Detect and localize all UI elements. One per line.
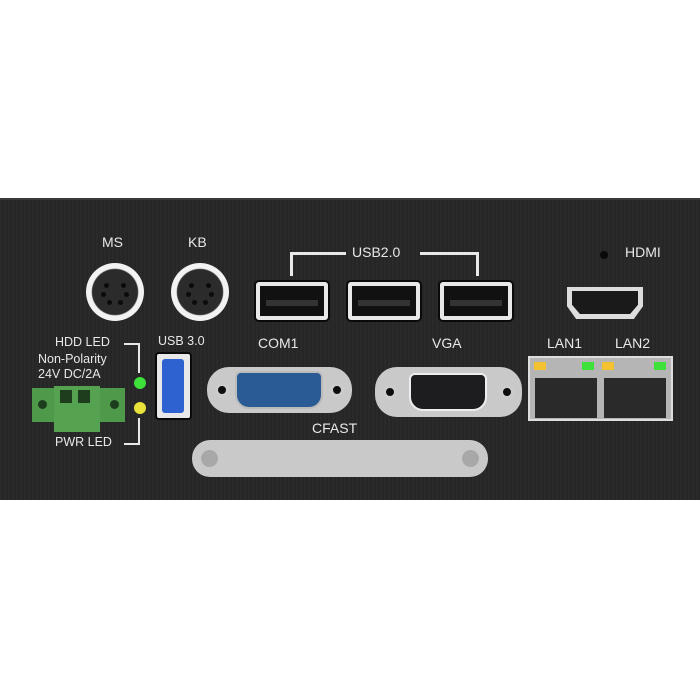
- lan1-link-led: [582, 362, 594, 370]
- usb2-label: USB2.0: [352, 244, 401, 260]
- hdmi-port[interactable]: [567, 287, 643, 319]
- usb3-label: USB 3.0: [158, 334, 205, 348]
- kb-label: KB: [188, 234, 207, 250]
- usb3-port[interactable]: [155, 352, 192, 420]
- vga-port[interactable]: [375, 367, 522, 417]
- usb2-port-3[interactable]: [440, 282, 512, 320]
- lan1-port[interactable]: [535, 378, 597, 418]
- vga-label: VGA: [432, 335, 462, 351]
- lan2-port[interactable]: [604, 378, 666, 418]
- pwr-led: [134, 402, 146, 414]
- led-bracket: [124, 343, 140, 345]
- usb2-bracket: [290, 252, 293, 276]
- usb2-port-1[interactable]: [256, 282, 328, 320]
- ms-label: MS: [102, 234, 123, 250]
- usb2-port-2[interactable]: [348, 282, 420, 320]
- led-bracket: [124, 443, 140, 445]
- com1-serial-port[interactable]: [207, 367, 352, 413]
- lan1-activity-led: [534, 362, 546, 370]
- hdmi-label: HDMI: [625, 244, 661, 260]
- led-bracket: [138, 343, 140, 373]
- ps2-mouse-port[interactable]: [86, 263, 144, 321]
- hdd-led-label: HDD LED: [55, 335, 110, 349]
- com1-label: COM1: [258, 335, 299, 351]
- usb2-bracket: [420, 252, 478, 255]
- led-bracket: [138, 418, 140, 445]
- cfast-slot-cover[interactable]: [192, 440, 488, 477]
- lan2-link-led: [654, 362, 666, 370]
- lan-block: [528, 356, 673, 421]
- hdd-led: [134, 377, 146, 389]
- pwr-led-label: PWR LED: [55, 435, 112, 449]
- hdmi-hole: [600, 251, 608, 259]
- lan1-label: LAN1: [547, 335, 583, 351]
- non-polarity-label: Non-Polarity: [38, 352, 107, 366]
- power-spec-label: 24V DC/2A: [38, 367, 101, 381]
- lan2-label: LAN2: [615, 335, 651, 351]
- usb2-bracket: [290, 252, 346, 255]
- lan2-activity-led: [602, 362, 614, 370]
- power-terminal-block[interactable]: [32, 386, 125, 432]
- ps2-keyboard-port[interactable]: [171, 263, 229, 321]
- cfast-label: CFAST: [312, 420, 358, 436]
- usb2-bracket: [476, 252, 479, 276]
